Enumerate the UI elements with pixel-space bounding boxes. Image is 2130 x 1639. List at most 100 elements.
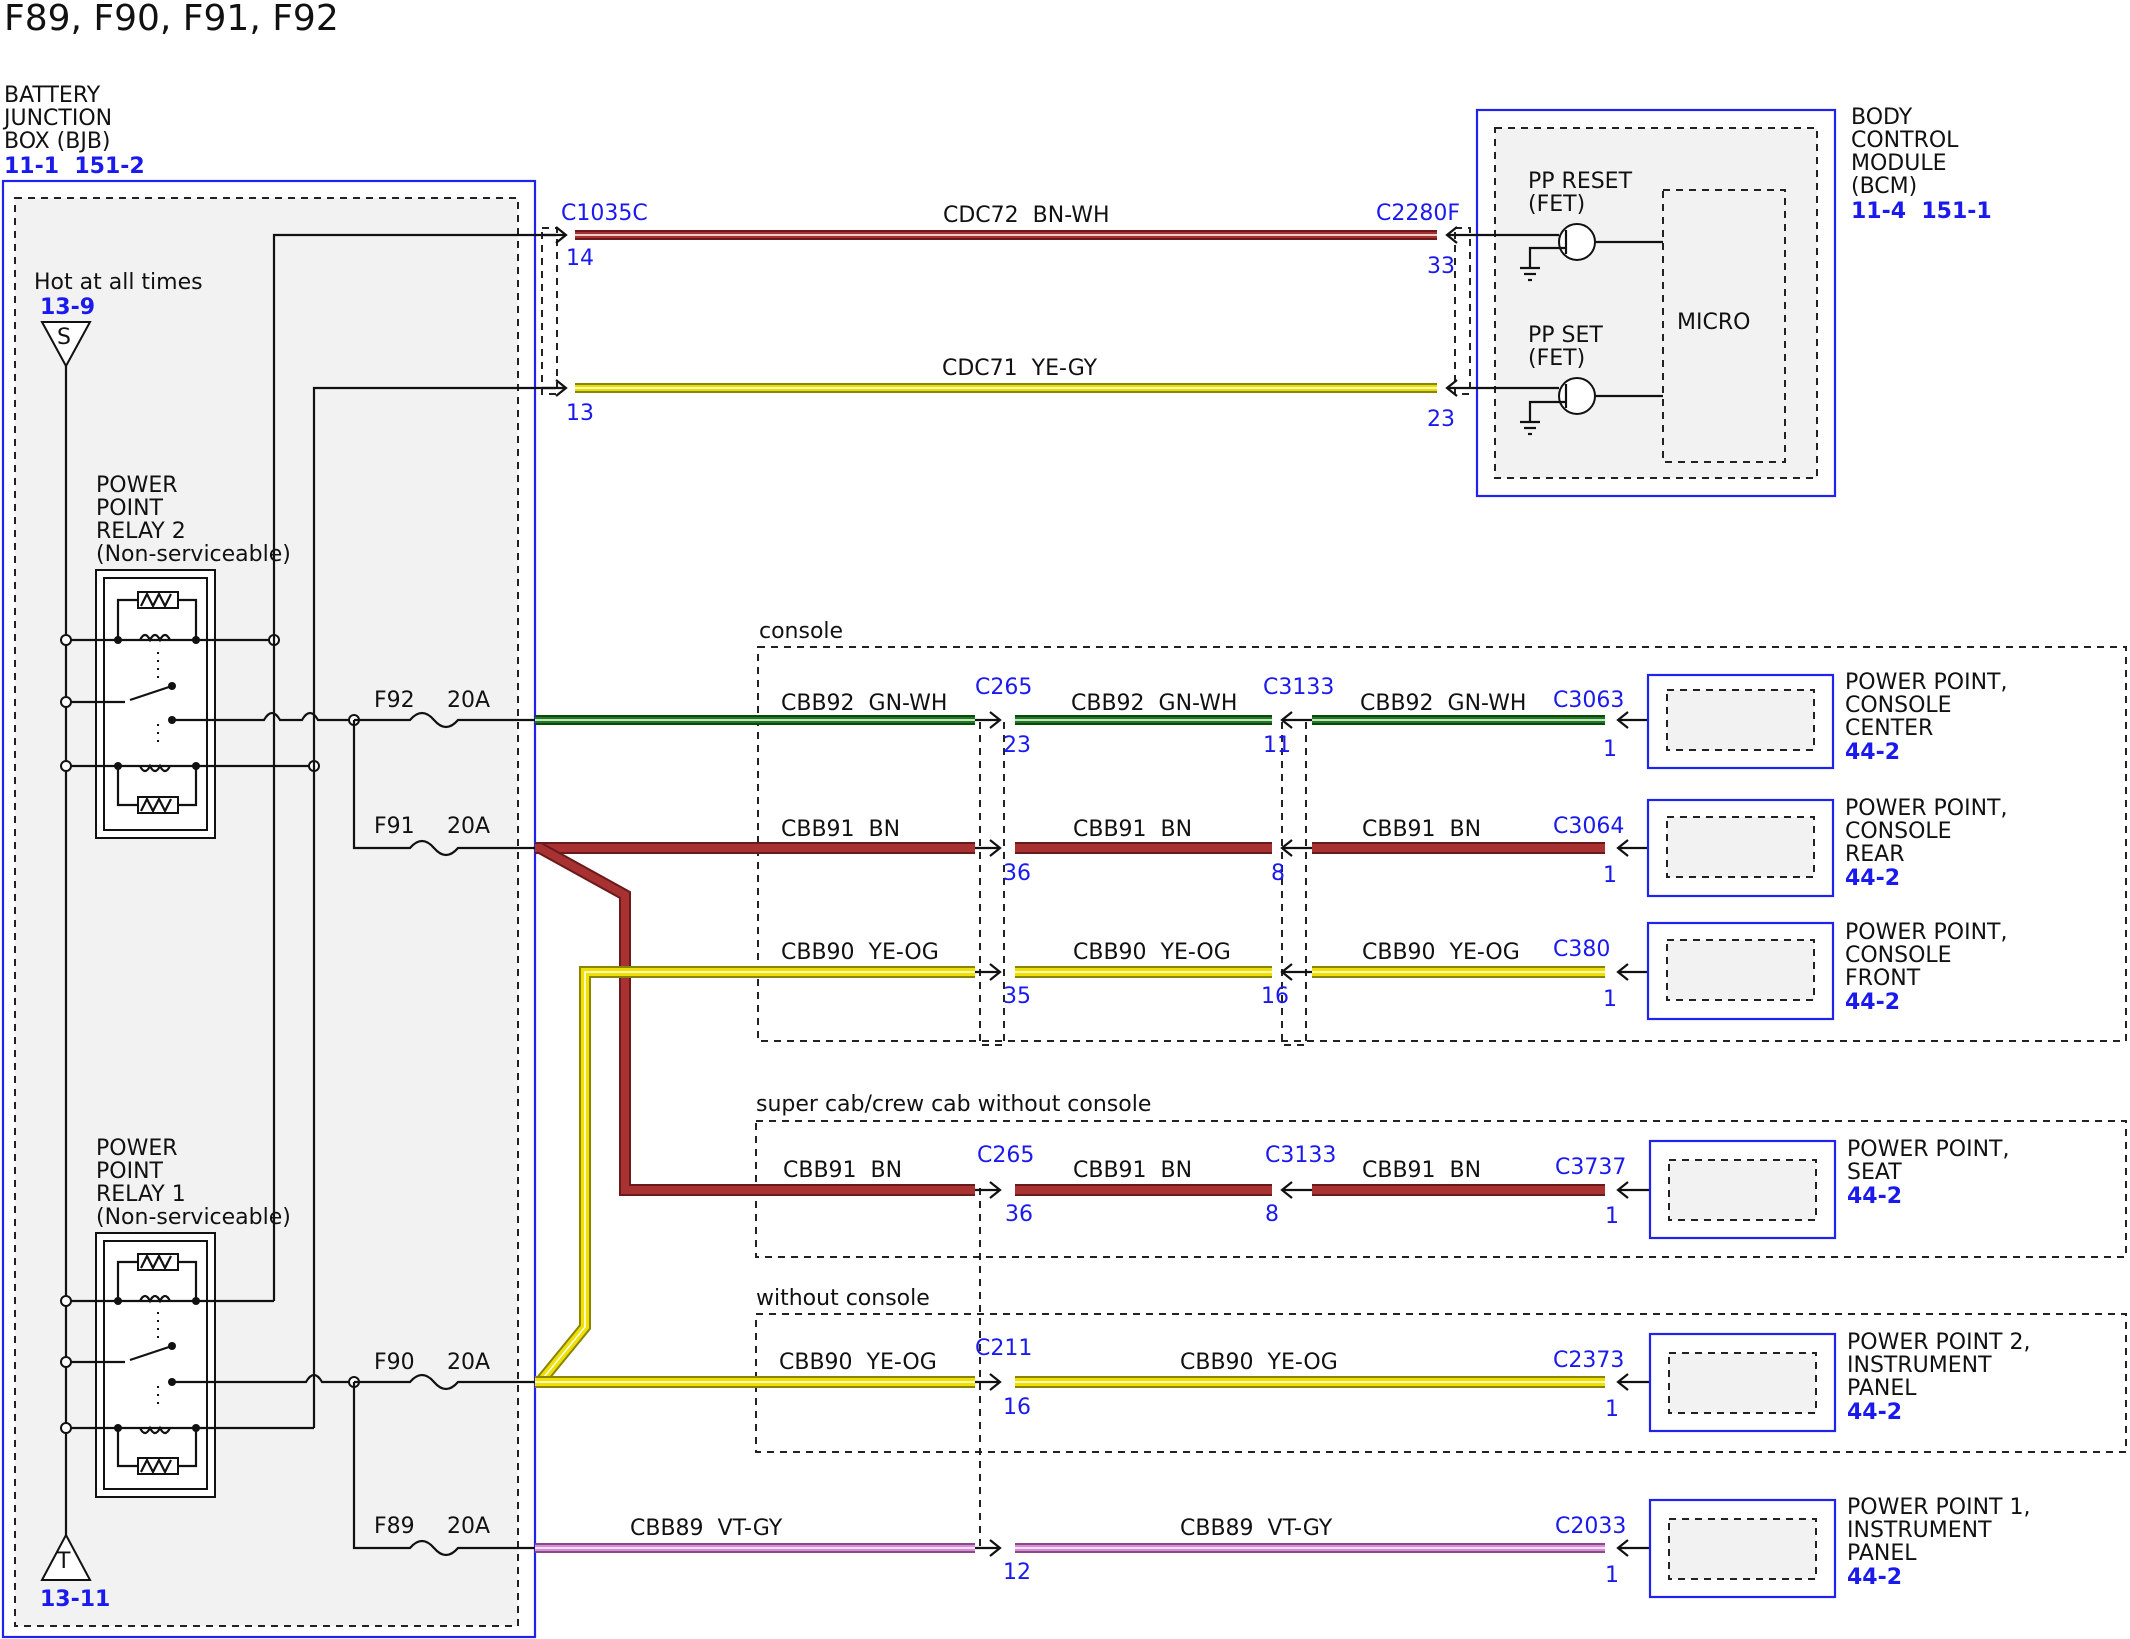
f89-wire	[352, 1382, 535, 1557]
hot-at-all-times-label: Hot at all times	[34, 270, 203, 295]
row1-device-line-1: POWER POINT,	[1845, 670, 2007, 695]
row3-p2: 16	[1261, 984, 1289, 1009]
relay-2-symbol	[66, 569, 216, 839]
cdc72-label: CDC72 BN-WH	[943, 203, 1110, 228]
micro-label: MICRO	[1677, 310, 1750, 335]
bjb-refs[interactable]: 11-1 151-2	[4, 154, 145, 179]
circuit-cbb90	[535, 966, 1605, 1388]
without-console-group-label: without console	[756, 1286, 930, 1311]
bjb-inner-outline	[14, 197, 519, 1627]
row3-p3: 1	[1603, 987, 1617, 1012]
page-title: F89, F90, F91, F92	[4, 0, 339, 39]
relay-2-label: POWER POINT RELAY 2 (Non-serviceable)	[96, 473, 291, 567]
c1035c-pin-14: 14	[566, 246, 594, 271]
row4-c3: C3737	[1555, 1155, 1626, 1180]
pp-set-line-2: (FET)	[1528, 346, 1585, 371]
circuit-cdc71: 13 CDC71 YE-GY 23	[542, 356, 1470, 432]
pp-reset-fet-icon	[1520, 223, 1663, 282]
row2-p3: 1	[1603, 863, 1617, 888]
row1-c2: C3133	[1263, 675, 1334, 700]
device-console-front	[1646, 921, 1835, 1021]
bcm-name-line-1: BODY	[1851, 105, 1913, 130]
row6-device-line-1: POWER POINT 1,	[1847, 1495, 2030, 1520]
row5-device-line-2: INSTRUMENT	[1847, 1353, 1992, 1378]
row6-p1: 12	[1003, 1560, 1031, 1585]
row1-device-line-3: CENTER	[1845, 716, 1933, 741]
row1-c1: C265	[975, 675, 1032, 700]
s-triangle-icon	[40, 321, 92, 369]
c2280f-connector-outline	[1454, 227, 1471, 395]
row5-device-ref[interactable]: 44-2	[1847, 1400, 1902, 1425]
c3133-connector-outline	[1281, 719, 1307, 1046]
bjb-label: BATTERY JUNCTION BOX (BJB) 11-1 151-2	[2, 83, 145, 179]
row3-c3: C380	[1553, 937, 1610, 962]
fuse-f91-rating: 20A	[447, 814, 490, 839]
fuse-f90-name: F90	[374, 1350, 415, 1375]
row1-device-line-2: CONSOLE	[1845, 693, 1952, 718]
row6-p3: 1	[1605, 1563, 1619, 1588]
row4-device-ref[interactable]: 44-2	[1847, 1184, 1902, 1209]
bcm-label: BODY CONTROL MODULE (BCM) 11-4 151-1	[1851, 105, 1992, 224]
relay-1-symbol	[66, 1232, 216, 1498]
t-ref[interactable]: 13-11	[40, 1587, 110, 1612]
relay1-line-4: (Non-serviceable)	[96, 1205, 291, 1230]
f92-wire	[354, 711, 535, 729]
relay1-output-wire	[172, 1373, 354, 1384]
row5-device-line-1: POWER POINT 2,	[1847, 1330, 2030, 1355]
row4-seg1-label: CBB91 BN	[783, 1158, 902, 1183]
bjb-name-line-3: BOX (BJB)	[4, 129, 111, 154]
row3-device-ref[interactable]: 44-2	[1845, 990, 1900, 1015]
bcm-name-line-4: (BCM)	[1851, 174, 1917, 199]
c2280f-pin-33: 33	[1427, 254, 1455, 279]
fuse-f92-rating: 20A	[447, 688, 490, 713]
row2-device-ref[interactable]: 44-2	[1845, 866, 1900, 891]
cdc71-label: CDC71 YE-GY	[942, 356, 1098, 381]
relay2-output-wire	[172, 711, 354, 722]
row5-seg1-label: CBB90 YE-OG	[779, 1350, 937, 1375]
row5-p1: 16	[1003, 1395, 1031, 1420]
row6-seg1-label: CBB89 VT-GY	[630, 1516, 783, 1541]
row1-seg1-label: CBB92 GN-WH	[781, 691, 947, 716]
bcm-inner-outline	[1494, 127, 1818, 479]
row5-seg2-label: CBB90 YE-OG	[1180, 1350, 1338, 1375]
row4-p2: 8	[1265, 1202, 1279, 1227]
bjb-outline	[1, 179, 537, 1639]
bjb-name-line-2: JUNCTION	[2, 106, 112, 131]
row1-device-ref[interactable]: 44-2	[1845, 740, 1900, 765]
bcm-name-line-3: MODULE	[1851, 151, 1947, 176]
row5-device-line-3: PANEL	[1847, 1376, 1917, 1401]
fuse-f91-name: F91	[374, 814, 415, 839]
t-triangle-icon	[40, 1532, 92, 1581]
row3-seg1-label: CBB90 YE-OG	[781, 940, 939, 965]
row6-c3: C2033	[1555, 1514, 1626, 1539]
row2-seg2-label: CBB91 BN	[1073, 817, 1192, 842]
row3-p1: 35	[1003, 984, 1031, 1009]
micro-box	[1662, 189, 1786, 463]
f90-wire	[354, 1373, 535, 1391]
console-group-label: console	[759, 619, 843, 644]
row6-device-ref[interactable]: 44-2	[1847, 1565, 1902, 1590]
relay1-line-3: RELAY 1	[96, 1182, 186, 1207]
relay2-line-3: RELAY 2	[96, 519, 186, 544]
circuit-cdc72: C1035C 14 CDC72 BN-WH C2280F 33	[542, 201, 1470, 279]
relay1-control-wire	[272, 233, 556, 1301]
row5-c1: C211	[975, 1336, 1032, 1361]
bcm-refs[interactable]: 11-4 151-1	[1851, 199, 1992, 224]
hot-ref[interactable]: 13-9	[40, 295, 95, 320]
row1-seg2-label: CBB92 GN-WH	[1071, 691, 1237, 716]
bcm-name-line-2: CONTROL	[1851, 128, 1959, 153]
row4-p1: 36	[1005, 1202, 1033, 1227]
row4-seg3-label: CBB91 BN	[1362, 1158, 1481, 1183]
row5-c3: C2373	[1553, 1348, 1624, 1373]
device-instrument-panel-2	[1648, 1332, 1837, 1433]
pp-set-line-1: PP SET	[1528, 323, 1603, 348]
row1-p2: 11	[1263, 733, 1291, 758]
c2280f-pin-23: 23	[1427, 407, 1455, 432]
relay2-line-2: POINT	[96, 496, 164, 521]
row3-seg3-label: CBB90 YE-OG	[1362, 940, 1520, 965]
circuit-cbb91-branch	[537, 842, 1605, 1196]
row1-seg3-label: CBB92 GN-WH	[1360, 691, 1526, 716]
row6-device-line-3: PANEL	[1847, 1541, 1917, 1566]
row2-device-line-2: CONSOLE	[1845, 819, 1952, 844]
bjb-name-line-1: BATTERY	[4, 83, 101, 108]
